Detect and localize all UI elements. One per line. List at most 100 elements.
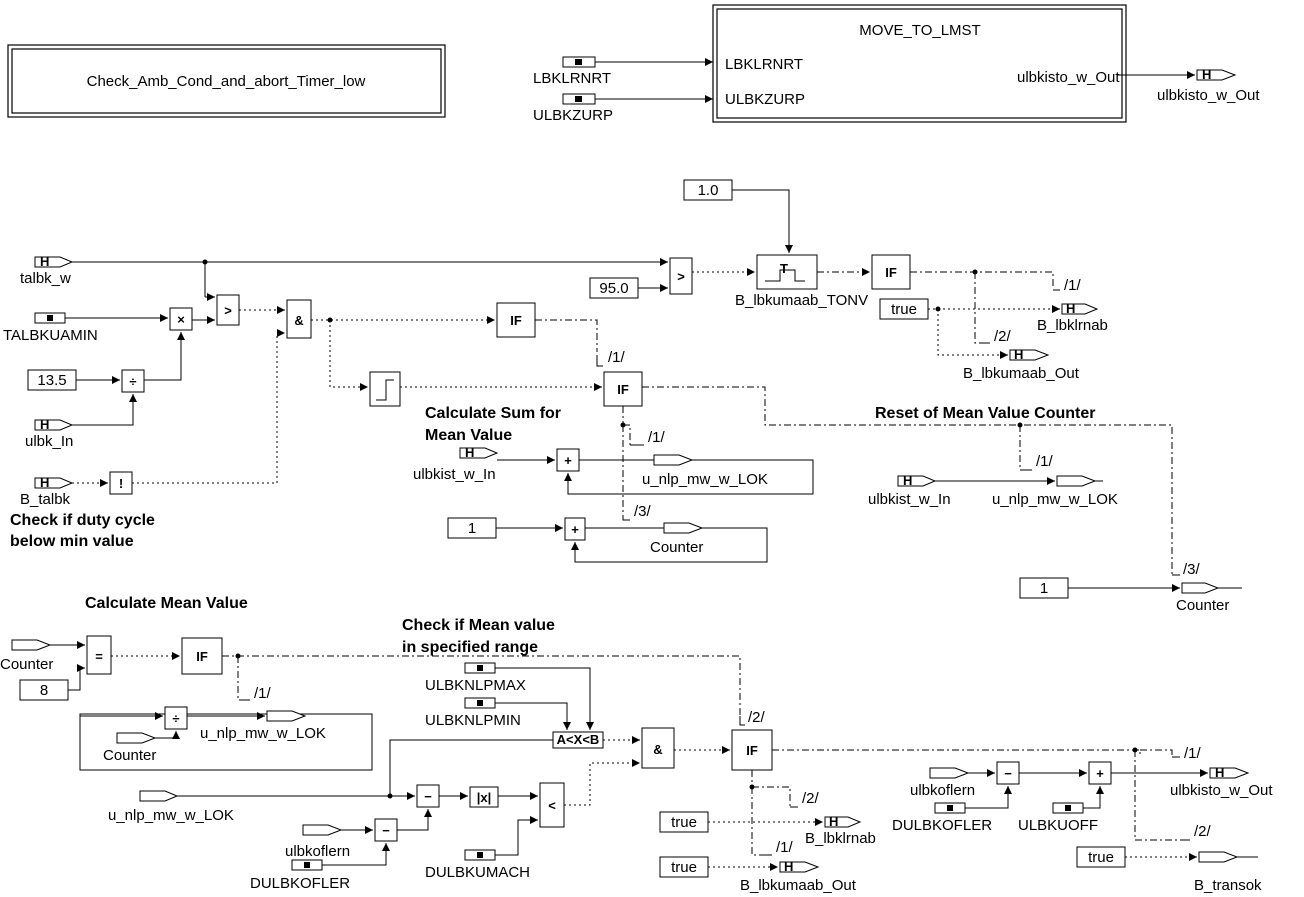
const-true-2[interactable]: true xyxy=(659,811,709,833)
plus-block-2[interactable]: + xyxy=(564,517,586,541)
b-lbkumaab-outport-2[interactable]: H B_lbkumaab_Out xyxy=(740,859,857,894)
branch-tag-3b: /3/ xyxy=(1172,561,1201,578)
if-block-1[interactable]: IF xyxy=(496,302,536,338)
const-95-0[interactable]: 95.0 xyxy=(589,277,639,299)
b-lbkumaab-outport-1[interactable]: H B_lbkumaab_Out xyxy=(963,347,1080,382)
move-to-lmst-input-2: ULBKZURP xyxy=(725,91,805,108)
ulbk-in-label: ulbk_In xyxy=(25,433,73,450)
rising-edge-block[interactable] xyxy=(369,371,401,407)
branch-tag-text-1g: /1/ xyxy=(1184,745,1202,762)
move-to-lmst-subsystem[interactable]: MOVE_TO_LMST LBKLRNRT ULBKZURP ulbkisto_… xyxy=(712,4,1127,123)
const-13-5[interactable]: 13.5 xyxy=(27,369,77,391)
if-block-2[interactable]: IF xyxy=(603,371,643,407)
b-transok-outport[interactable]: B_transok xyxy=(1194,851,1262,894)
ulbkist-in-inport-2[interactable]: H ulbkist_w_In xyxy=(868,473,951,508)
dulbkofler-label-2: DULBKOFLER xyxy=(892,817,992,834)
const-13-5-value: 13.5 xyxy=(37,372,66,389)
check-amb-cond-label: Check_Amb_Cond_and_abort_Timer_low xyxy=(87,73,366,90)
ulbknlpmax-label: ULBKNLPMAX xyxy=(425,677,526,694)
branch-tag-text-2b: /2/ xyxy=(748,709,766,726)
svg-text:H: H xyxy=(40,254,49,269)
ulbkoflern-label-2: ulbkoflern xyxy=(910,782,975,799)
plus-block-3[interactable]: + xyxy=(1088,761,1112,785)
divide-symbol-1: ÷ xyxy=(129,374,136,389)
const-1-b[interactable]: 1 xyxy=(1019,577,1069,599)
less-than-block[interactable]: < xyxy=(539,782,565,828)
branch-tag-text-2a: /2/ xyxy=(994,328,1012,345)
dulbkofler-inport-1[interactable]: DULBKOFLER xyxy=(250,859,350,892)
if-block-4[interactable]: IF xyxy=(181,637,223,675)
b-lbklrnab-outport-2[interactable]: H B_lbklrnab xyxy=(805,814,876,847)
minus-block-1[interactable]: − xyxy=(416,784,440,808)
u-nlp-label-4: u_nlp_mw_w_LOK xyxy=(108,807,234,824)
counter-inport-2[interactable]: Counter xyxy=(103,732,157,764)
check-range-heading-line2: in specified range xyxy=(402,639,538,656)
plus-symbol-3: + xyxy=(1096,766,1104,781)
ulbkist-in-inport-1[interactable]: H ulbkist_w_In xyxy=(413,445,499,483)
duty-cycle-heading-line2: below min value xyxy=(10,533,134,550)
greater-than-block-2[interactable]: > xyxy=(669,257,693,295)
ulbkisto-outport-bottom[interactable]: H ulbkisto_w_Out xyxy=(1170,765,1273,799)
if-symbol-2: IF xyxy=(617,382,629,397)
dulbkumach-inport[interactable]: DULBKUMACH xyxy=(425,849,530,881)
and-symbol-2: & xyxy=(653,742,662,757)
branch-tag-text-1e: /1/ xyxy=(254,685,272,702)
const-true-1-value: true xyxy=(891,301,917,318)
eq-symbol: = xyxy=(95,649,103,664)
u-nlp-outport-3[interactable]: u_nlp_mw_w_LOK xyxy=(200,710,326,742)
counter-inport[interactable]: Counter xyxy=(0,639,53,673)
const-8[interactable]: 8 xyxy=(19,679,69,701)
move-to-lmst-output: ulbkisto_w_Out xyxy=(1017,69,1120,86)
multiply-block[interactable]: × xyxy=(169,307,193,331)
range-check-block[interactable]: A<X<B xyxy=(552,731,604,749)
plus-block-1[interactable]: + xyxy=(556,448,580,472)
ulbkoflern-inport-2[interactable]: ulbkoflern xyxy=(910,767,975,799)
talbkuamin-inport[interactable]: TALBKUAMIN xyxy=(3,312,98,344)
if-block-5[interactable]: IF xyxy=(731,729,773,771)
ulbkisto-outport-top[interactable]: H ulbkisto_w_Out xyxy=(1157,67,1260,104)
const-true-3-value: true xyxy=(671,859,697,876)
counter-outport-1[interactable]: Counter xyxy=(650,522,704,556)
branch-tag-2d: /2/ xyxy=(1185,823,1212,841)
const-1-a[interactable]: 1 xyxy=(447,517,497,539)
ulbkoflern-label-1: ulbkoflern xyxy=(285,843,350,860)
branch-tag-2c: /2/ xyxy=(790,790,820,808)
divide-block-1[interactable]: ÷ xyxy=(121,369,145,393)
ulbkoflern-inport-1[interactable]: ulbkoflern xyxy=(285,824,350,860)
tonv-timer-block[interactable]: T xyxy=(756,254,818,290)
u-nlp-outport-2[interactable]: u_nlp_mw_w_LOK xyxy=(992,475,1118,508)
u-nlp-outport-1[interactable]: u_nlp_mw_w_LOK xyxy=(642,454,768,488)
and-block-1[interactable]: & xyxy=(286,299,312,339)
branch-tag-2b: /2/ xyxy=(739,709,766,726)
const-true-4[interactable]: true xyxy=(1076,846,1126,868)
lbklrnrt-label: LBKLRNRT xyxy=(533,70,611,87)
if-block-3[interactable]: IF xyxy=(871,254,911,290)
b-lbklrnab-outport-1[interactable]: H B_lbklrnab xyxy=(1037,301,1108,334)
u-nlp-inport-4[interactable]: u_nlp_mw_w_LOK xyxy=(108,790,234,824)
ulbk-in-inport[interactable]: H ulbk_In xyxy=(25,417,73,450)
move-to-lmst-title: MOVE_TO_LMST xyxy=(859,22,980,39)
b-lbklrnab-label-2: B_lbklrnab xyxy=(805,830,876,847)
ulbknlpmin-label: ULBKNLPMIN xyxy=(425,712,521,729)
u-nlp-label-3: u_nlp_mw_w_LOK xyxy=(200,725,326,742)
const-1-0[interactable]: 1.0 xyxy=(683,179,733,201)
minus-block-3[interactable]: − xyxy=(996,761,1020,785)
and-block-2[interactable]: & xyxy=(641,727,675,769)
counter-outport-2[interactable]: Counter xyxy=(1176,582,1242,614)
branch-tag-1e: /1/ xyxy=(245,685,272,702)
minus-block-2[interactable]: − xyxy=(374,818,398,842)
move-to-lmst-input-1: LBKLRNRT xyxy=(725,56,803,73)
divide-block-2[interactable]: ÷ xyxy=(164,706,188,730)
not-block[interactable]: ! xyxy=(109,471,133,495)
check-amb-cond-subsystem[interactable]: Check_Amb_Cond_and_abort_Timer_low xyxy=(7,44,446,118)
greater-than-block-1[interactable]: > xyxy=(216,294,240,326)
branch-tag-1f: /1/ xyxy=(765,839,794,856)
equal-block[interactable]: = xyxy=(86,635,112,675)
b-talbk-inport[interactable]: H B_talbk xyxy=(20,475,74,508)
plus-symbol-2: + xyxy=(571,522,579,537)
const-true-1[interactable]: true xyxy=(879,298,929,320)
talbk-w-inport[interactable]: H talbk_w xyxy=(20,254,74,287)
abs-block[interactable]: |x| xyxy=(469,786,499,808)
b-lbkumaab-out-label-2: B_lbkumaab_Out xyxy=(740,877,857,894)
const-true-3[interactable]: true xyxy=(659,856,709,878)
